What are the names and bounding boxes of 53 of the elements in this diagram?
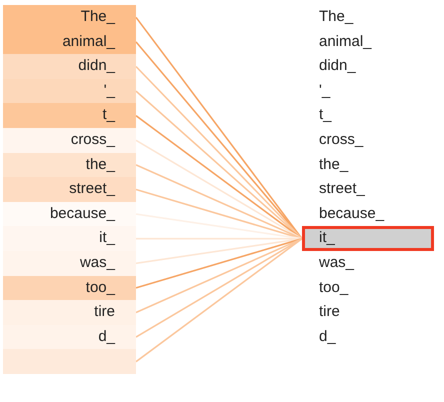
token-text: '_ [319,80,330,101]
attention-line [136,213,302,240]
token-text: The_ [80,7,115,27]
token-text: because_ [319,204,384,224]
token-cell [3,300,136,325]
token-text: because_ [50,204,115,224]
token-text: tire [319,302,340,322]
token-text: the_ [86,154,115,175]
attention-line [136,238,302,240]
attention-line [136,238,302,338]
token-cell [3,152,136,178]
token-text: tire [94,302,115,322]
token-text: too_ [319,278,348,298]
token-text: d_ [98,326,115,347]
attention-line [136,238,302,289]
token-text: didn_ [319,56,356,76]
token-cell [3,5,136,30]
token-text: cross_ [70,130,115,150]
token-cell [3,177,136,202]
token-cell [3,103,136,128]
token-cell [3,324,136,350]
token-text: didn_ [78,56,115,76]
token-text: was_ [80,253,115,273]
attention-line [136,164,302,240]
token-cell [3,128,136,153]
token-cell [3,202,136,226]
token-text: The_ [319,7,354,27]
token-text: it_ [319,229,335,248]
token-text: it_ [99,228,115,248]
attention-line [136,238,302,362]
token-text: animal_ [319,32,372,52]
attention-line [136,115,302,240]
token-text: t_ [319,105,332,126]
attention-line [136,140,302,240]
token-text: d_ [319,326,336,347]
token-cell [3,78,136,104]
token-text: animal_ [62,32,115,52]
token-cell [3,276,136,300]
token-text: '_ [104,80,115,101]
highlighted-token-box [302,226,434,251]
token-cell [3,251,136,276]
token-text: t_ [102,105,115,126]
token-text: street_ [69,179,115,200]
token-cell [3,54,136,79]
token-cell [3,30,136,54]
token-cell [3,226,136,251]
token-text: cross_ [319,130,364,150]
token-text: the_ [319,154,348,175]
token-text: too_ [86,278,115,298]
empty-bar [3,349,136,374]
attention-line [136,238,302,314]
token-text: street_ [319,179,365,200]
token-text: was_ [319,253,354,273]
